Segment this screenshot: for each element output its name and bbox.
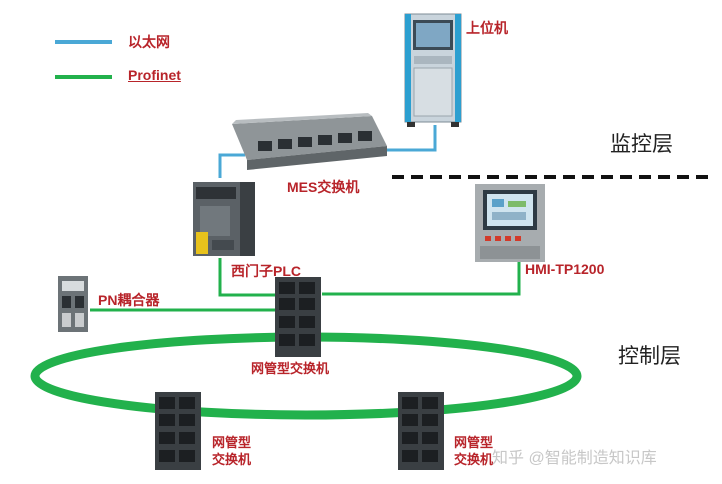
- managed-switch-top-label: 网管型交换机: [251, 361, 330, 376]
- host-computer-label: 上位机: [466, 20, 508, 36]
- pn-coupler-label: PN耦合器: [98, 292, 160, 308]
- profinet-link-plc-switch: [218, 258, 282, 297]
- layer-label-monitoring: 监控层: [610, 133, 673, 156]
- layer-label-control: 控制层: [618, 345, 681, 368]
- hmi-panel-icon: [475, 184, 545, 262]
- managed-switch-left-label: 网管型 交换机: [212, 434, 251, 468]
- managed-switch-left-line1: 网管型: [212, 435, 252, 450]
- cabinet-pc-icon: [404, 13, 462, 127]
- hmi-label: HMI-TP1200: [525, 261, 605, 277]
- watermark: 知乎 @智能制造知识库: [492, 450, 657, 467]
- ethernet-link-host-mes: [378, 125, 437, 152]
- managed-switch-right-line1: 网管型: [454, 435, 494, 450]
- legend-ethernet-label: 以太网: [128, 34, 170, 50]
- managed-switch-right-line2: 交换机: [454, 452, 494, 467]
- managed-switch-icon: [155, 392, 201, 470]
- plc-icon: [193, 182, 255, 256]
- mes-switch-label: MES交换机: [287, 179, 360, 195]
- industrial-switch-icon: [232, 113, 387, 170]
- profinet-link-switch-hmi: [322, 262, 521, 296]
- ethernet-link-mes-plc: [218, 153, 245, 178]
- managed-switch-right-label: 网管型 交换机: [454, 434, 493, 468]
- legend-profinet-label: Profinet: [128, 67, 181, 83]
- managed-switch-icon: [398, 392, 444, 470]
- managed-switch-left-line2: 交换机: [212, 452, 252, 467]
- managed-switch-icon: [275, 277, 321, 357]
- plc-label: 西门子PLC: [231, 263, 301, 279]
- pn-coupler-icon: [58, 276, 88, 332]
